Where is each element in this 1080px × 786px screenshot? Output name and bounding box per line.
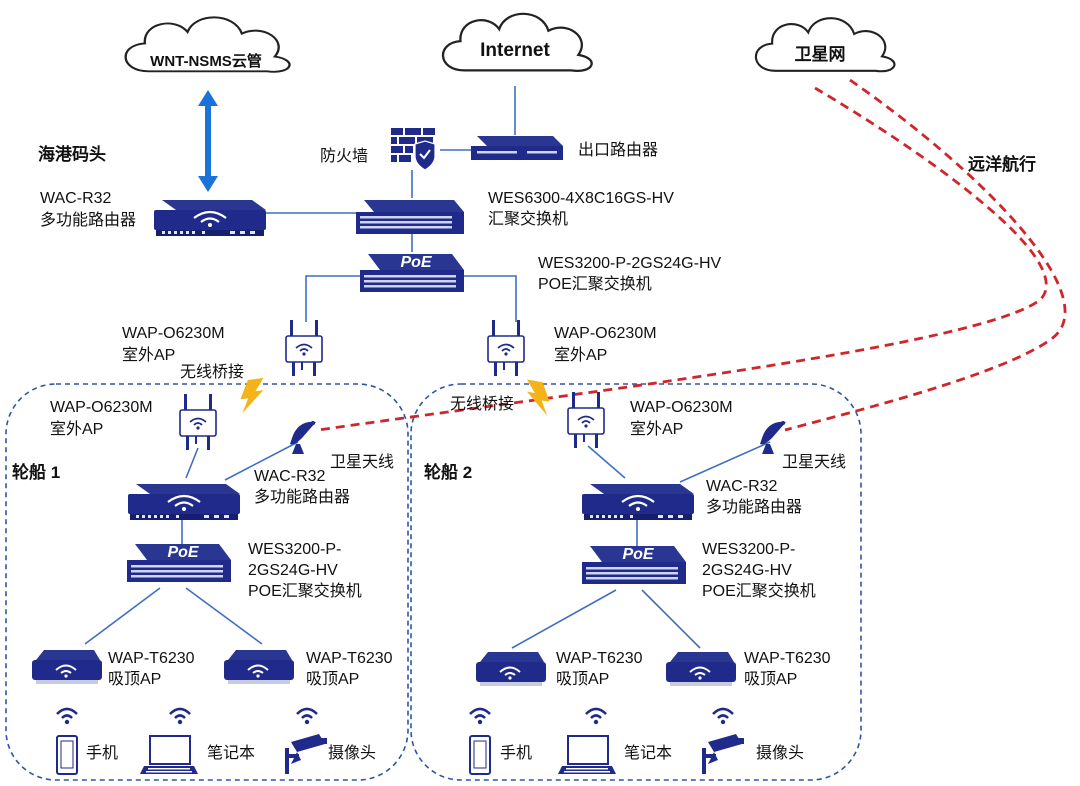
ship2-client-laptop: 笔记本 <box>624 745 673 762</box>
ship1-router-model: WAC-R32 <box>254 468 326 485</box>
ship1-ap-icon <box>179 393 217 451</box>
ship2-ceiling-ap1-model: WAP-T6230 <box>556 650 643 667</box>
port-label: 海港码头 <box>38 145 106 164</box>
ship1-laptop-icon <box>139 735 199 775</box>
svg-text:PoE: PoE <box>622 546 654 563</box>
ship1-router-icon <box>126 482 242 522</box>
firewall-icon <box>391 128 436 171</box>
ship2-name: 轮船 2 <box>424 463 473 482</box>
ship2-router-model: WAC-R32 <box>706 478 778 495</box>
bridge2-lightning-icon <box>521 379 553 416</box>
ship1-phone-icon <box>56 735 78 775</box>
ship1-phone-wifi-icon <box>55 707 79 726</box>
ship2-antenna-label: 卫星天线 <box>782 454 847 471</box>
ship1-ceiling-ap1-desc: 吸顶AP <box>108 671 162 688</box>
agg-switch-desc: 汇聚交换机 <box>488 211 569 228</box>
ship1-ceiling-ap1-model: WAP-T6230 <box>108 650 195 667</box>
ship1-switch-line1: WES3200-P- <box>248 541 342 558</box>
ship2-camera-wifi-icon <box>711 707 735 726</box>
ship1-client-camera: 摄像头 <box>328 745 377 762</box>
ship2-ap-desc: 室外AP <box>630 421 684 438</box>
ship1-switch-icon: PoE <box>127 544 231 582</box>
port-ap-left-icon <box>285 319 323 377</box>
ship2-switch-line3: POE汇聚交换机 <box>702 583 816 600</box>
port-router-icon <box>152 198 268 238</box>
ship2-ap-model: WAP-O6230M <box>630 399 733 416</box>
ship2-bridge-label: 无线桥接 <box>450 396 515 413</box>
port-ap-left-model: WAP-O6230M <box>122 325 225 342</box>
ship2-ceiling-ap2-icon <box>665 651 737 687</box>
ship2-router-desc: 多功能路由器 <box>706 499 803 516</box>
ship2-laptop-wifi-icon <box>584 707 608 726</box>
ship1-switch-line3: POE汇聚交换机 <box>248 583 362 600</box>
port-ap-left-desc: 室外AP <box>122 347 176 364</box>
ship2-switch-line2: 2GS24G-HV <box>702 562 792 579</box>
ship1-ceiling-ap2-icon <box>223 649 295 685</box>
ship1-ceiling-ap1-icon <box>31 649 103 685</box>
poe-switch-model: WES3200-P-2GS24G-HV <box>538 255 722 272</box>
ship1-ap-model: WAP-O6230M <box>50 399 153 416</box>
ship2-phone-wifi-icon <box>468 707 492 726</box>
ship1-client-laptop: 笔记本 <box>207 745 256 762</box>
poe-switch-icon: PoE <box>360 254 464 292</box>
management-arrow <box>198 90 218 192</box>
ship1-camera-wifi-icon <box>295 707 319 726</box>
ship2-ceiling-ap1-desc: 吸顶AP <box>556 671 610 688</box>
ship2-ap-icon <box>567 391 605 449</box>
agg-switch-model: WES6300-4X8C16GS-HV <box>488 190 674 207</box>
poe-switch-desc: POE汇聚交换机 <box>538 276 652 293</box>
ship1-camera-icon <box>285 734 327 774</box>
satellite-links <box>317 78 1067 432</box>
wnt-cloud-label: WNT-NSMS云管 <box>150 53 262 70</box>
ship1-ceiling-ap2-desc: 吸顶AP <box>306 671 360 688</box>
ship2-ceiling-ap2-desc: 吸顶AP <box>744 671 798 688</box>
firewall-label: 防火墙 <box>320 148 369 165</box>
ship2-client-camera: 摄像头 <box>756 745 805 762</box>
port-router-desc: 多功能路由器 <box>40 212 137 229</box>
satellite-cloud-label: 卫星网 <box>794 45 846 64</box>
agg-switch-icon <box>356 200 464 234</box>
ship2-boundary <box>410 383 862 781</box>
ship1-router-desc: 多功能路由器 <box>254 489 351 506</box>
ship2-phone-icon <box>469 735 491 775</box>
ship2-client-phone: 手机 <box>500 745 533 762</box>
voyage-label: 远洋航行 <box>968 155 1036 174</box>
ship1-dish-icon <box>289 420 317 455</box>
ship2-router-icon <box>580 482 696 522</box>
ship1-switch-line2: 2GS24G-HV <box>248 562 338 579</box>
egress-router-icon <box>471 136 563 160</box>
ship1-ceiling-ap2-model: WAP-T6230 <box>306 650 393 667</box>
port-ap-right-desc: 室外AP <box>554 347 608 364</box>
ship1-bridge-label: 无线桥接 <box>180 364 245 381</box>
ship2-laptop-icon <box>557 735 617 775</box>
internet-cloud-label: Internet <box>480 40 550 61</box>
ship2-switch-icon: PoE <box>582 546 686 584</box>
svg-text:PoE: PoE <box>167 544 199 561</box>
port-ap-right-model: WAP-O6230M <box>554 325 657 342</box>
ship1-client-phone: 手机 <box>86 745 119 762</box>
ship2-ceiling-ap1-icon <box>475 651 547 687</box>
ship1-antenna-label: 卫星天线 <box>330 454 395 471</box>
ship1-laptop-wifi-icon <box>168 707 192 726</box>
port-router-model: WAC-R32 <box>40 190 112 207</box>
ship2-ceiling-ap2-model: WAP-T6230 <box>744 650 831 667</box>
network-links <box>84 86 771 649</box>
egress-router-label: 出口路由器 <box>578 142 659 159</box>
ship1-ap-desc: 室外AP <box>50 421 104 438</box>
ship1-name: 轮船 1 <box>12 463 61 482</box>
port-ap-right-icon <box>487 319 525 377</box>
ship2-switch-line1: WES3200-P- <box>702 541 796 558</box>
ship2-dish-icon <box>759 420 787 455</box>
poe-logo-text: PoE <box>400 254 432 271</box>
ship2-camera-icon <box>702 734 744 774</box>
